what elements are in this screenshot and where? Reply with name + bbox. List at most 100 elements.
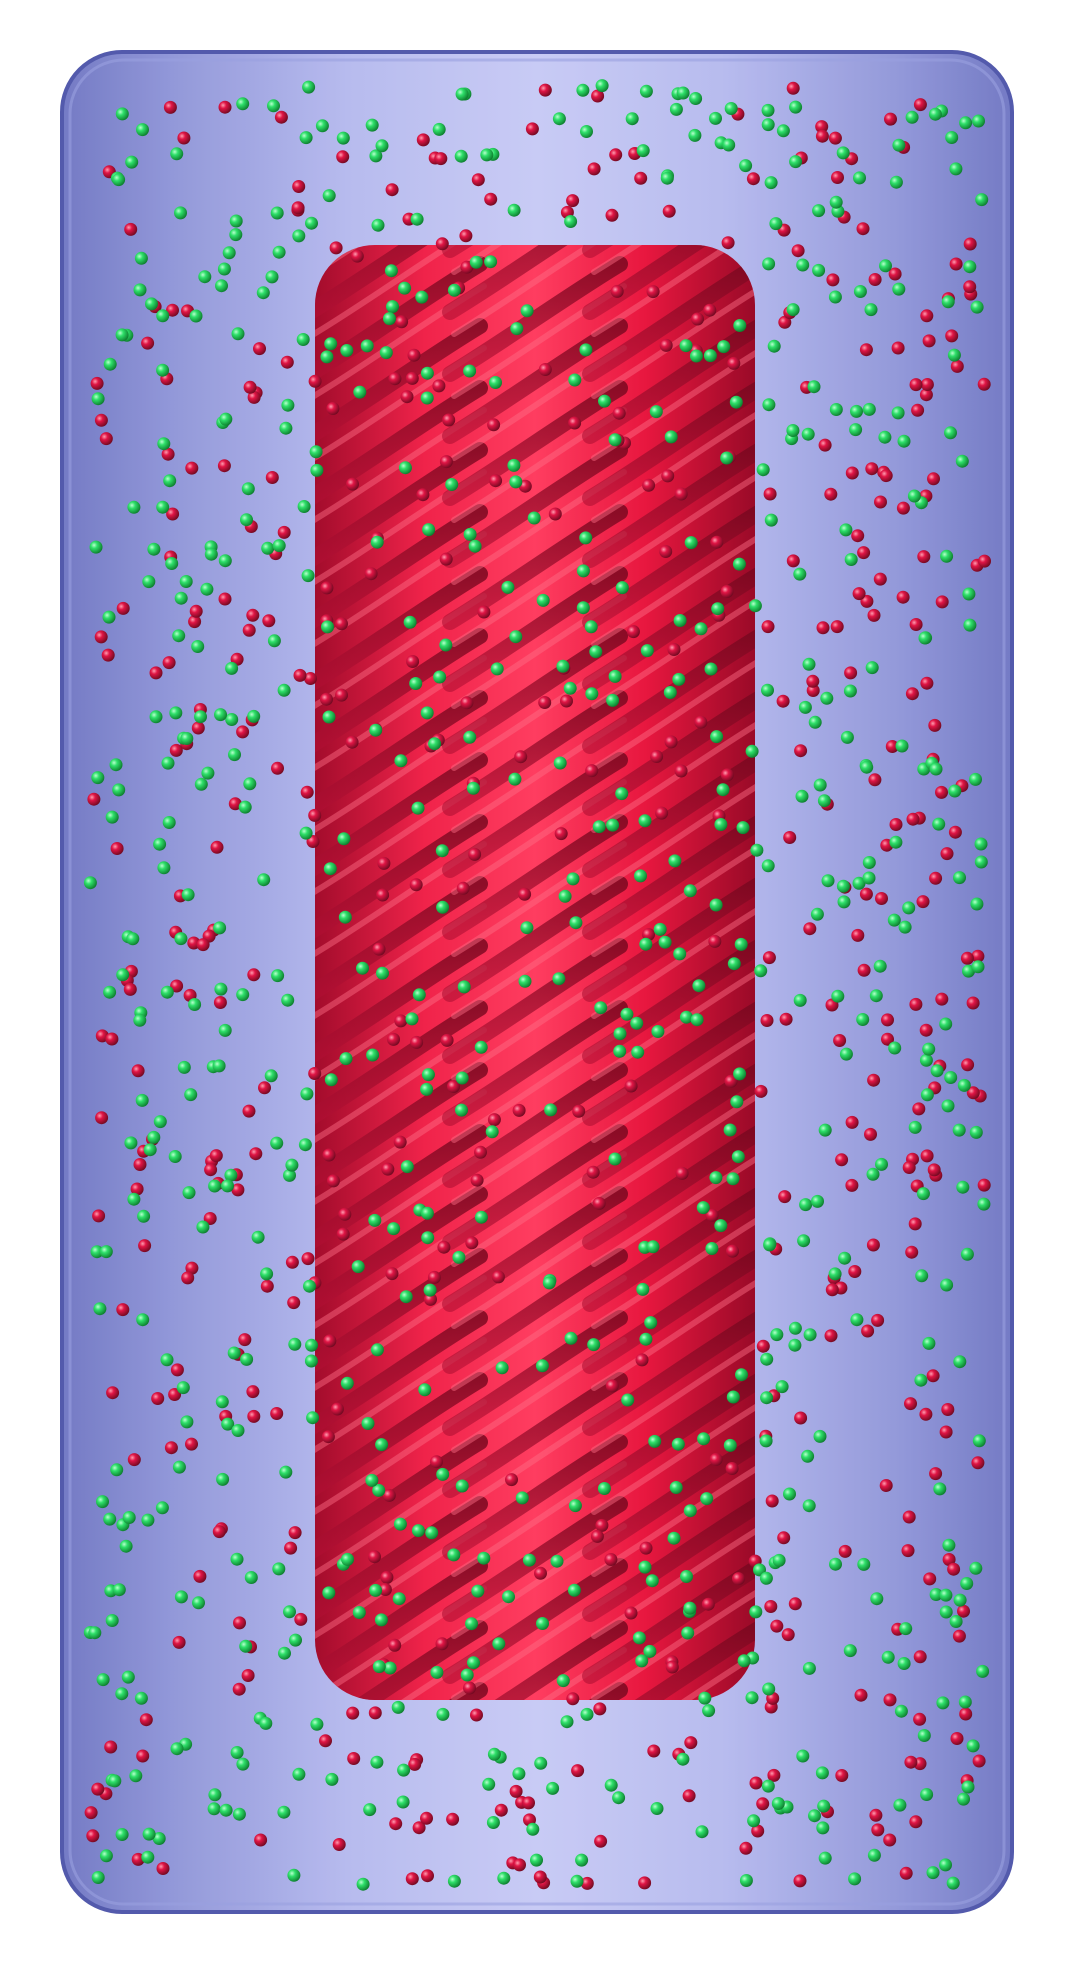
ion-red [193,1569,207,1583]
ion-green [405,1012,419,1026]
ion-red [442,413,456,427]
ion-red [434,152,448,166]
ion-red [871,1823,885,1837]
ion-red [642,478,656,492]
ion-green [918,631,932,645]
ion-green [530,1853,543,1867]
ion-red [868,273,882,286]
ion-red [459,229,473,243]
ion-green [169,706,183,720]
ion-green [270,1136,284,1150]
ion-red [470,1173,484,1187]
ion-green [933,1482,947,1496]
ion-red [105,1032,119,1046]
ion-green [397,1763,411,1777]
ion-green [632,1631,646,1645]
ion-green [960,1577,974,1590]
ion-red [460,696,474,710]
ion-red [778,315,792,329]
ion-red [116,601,130,615]
ion-green [526,1822,540,1836]
ion-green [638,814,652,828]
ion-green [920,1088,934,1102]
ion-red [388,372,402,386]
ion-red [848,1265,862,1278]
ion-green [411,801,425,815]
ion-red [509,1784,523,1798]
ion-red [505,1473,518,1487]
ion-green [977,1197,991,1211]
ion-green [112,1583,126,1597]
ion-green [801,1449,815,1463]
ion-green [259,1716,273,1730]
ion-green [370,1343,384,1357]
ion-green [897,1657,911,1670]
ion-green [608,1152,622,1166]
ion-green [940,549,954,563]
ion-red [948,825,962,839]
ion-green [156,500,170,514]
ion-green [501,580,515,594]
ion-green [769,217,783,231]
ion-red [909,618,923,631]
ion-red [664,735,678,749]
ion-red [253,342,266,356]
ion-green [272,539,286,553]
ion-green [256,286,270,300]
ion-green [658,935,672,949]
ion-green [892,282,906,296]
ion-green [589,645,603,659]
ion-red [149,666,163,680]
ion-red [242,623,256,637]
ion-green [893,1798,907,1812]
ion-green [723,1438,737,1452]
ion-green [564,215,578,228]
ion-green [324,1073,338,1087]
ion-green [218,1023,232,1037]
ion-red [130,1182,144,1196]
ion-green [745,1691,759,1705]
ion-red [675,1166,689,1180]
ion-green [188,998,202,1011]
ion-green [309,445,323,459]
ion-green [636,1282,650,1296]
ion-green [102,610,116,624]
ion-red [721,236,735,250]
ion-red [912,1102,926,1116]
ion-green [801,427,815,441]
ion-red [739,1841,753,1855]
dna-groove [315,245,488,320]
ion-red [749,1776,763,1790]
ion-green [224,1168,238,1182]
ion-red [594,1834,608,1848]
ion-green [776,124,790,138]
ion-red [127,1453,141,1467]
ion-green [125,155,139,169]
dna-groove [315,1000,488,1126]
ion-green [471,1584,485,1598]
ion-red [920,378,934,391]
ion-green [969,1125,983,1139]
ion-green [454,149,468,163]
ion-green [485,1125,499,1139]
ion-red [378,1583,392,1596]
ion-red [831,171,844,184]
ion-green [247,709,261,723]
ion-red [380,1570,394,1584]
ion-green [179,575,193,588]
ion-green [970,897,984,911]
ion-green [829,403,843,416]
dna-groove [442,1062,628,1188]
ion-red [919,1407,933,1421]
ion-cloud-green [83,79,991,1891]
ion-red [791,244,805,258]
ion-green [717,340,731,354]
ion-green [939,1605,953,1619]
ion-red [400,390,414,404]
ion-green [898,920,912,934]
ion-green [763,1238,777,1252]
ion-green [711,602,725,616]
ion-red [104,1740,118,1754]
ion-red [754,1084,768,1098]
ion-red [168,1388,182,1401]
